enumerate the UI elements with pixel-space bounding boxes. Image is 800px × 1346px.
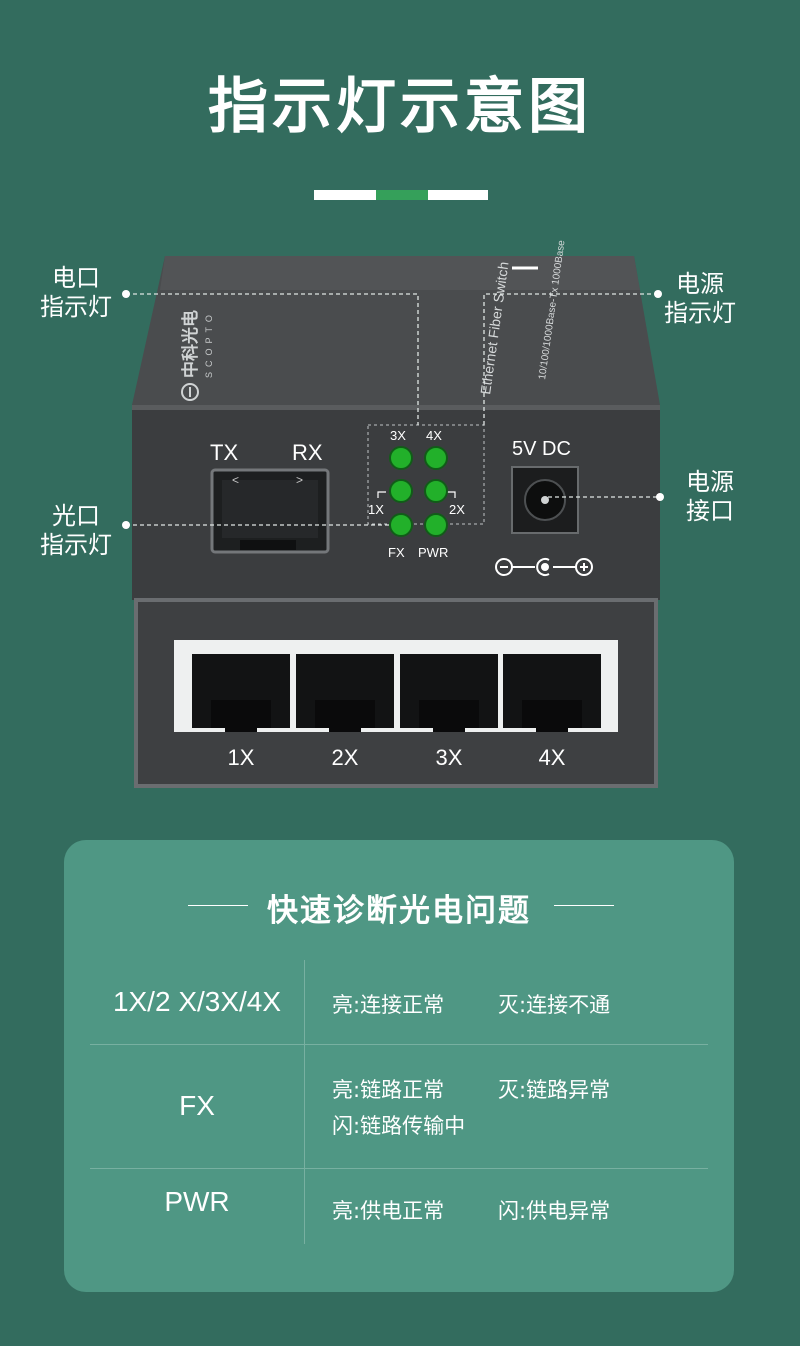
sfp-rx-arrow-icon: > — [296, 473, 303, 487]
led-pwr-icon — [424, 513, 448, 537]
row-label-fx: FX — [179, 1090, 215, 1121]
led-1x-icon — [389, 479, 413, 503]
led-4x-icon — [424, 446, 448, 470]
brand-logo-icon: 中科光电 SCOPTO — [180, 310, 214, 401]
callout-power-led: 电源 指示灯 — [664, 270, 736, 328]
row-fx-state-on: 亮:链路正常 — [332, 1078, 445, 1102]
rj45-port-1x — [192, 654, 290, 732]
led-fx-icon — [389, 513, 413, 537]
led-2x-icon — [424, 479, 448, 503]
sfp-tx-arrow-icon: < — [232, 473, 239, 487]
callout-port-led: 电口 指示灯 — [40, 264, 112, 322]
led-label-3x: 3X — [390, 428, 406, 443]
port-label-4x: 4X — [539, 745, 566, 770]
rj45-port-4x — [503, 654, 601, 732]
power-jack-label: 5V DC — [512, 438, 571, 460]
sfp-rx-label: RX — [292, 440, 323, 465]
callout-power-led-line1: 电源 — [676, 270, 724, 298]
title-underline-right — [428, 190, 488, 200]
callout-power-jack-line2: 接口 — [686, 497, 734, 525]
row-pwr-state-on: 亮:供电正常 — [332, 1199, 445, 1223]
led-label-fx: FX — [388, 545, 405, 560]
led-label-4x: 4X — [426, 428, 442, 443]
callout-fiber-led-line1: 光口 — [52, 502, 100, 530]
switch-device-illustration: 中科光电 SCOPTO Ethernet Fiber Switch 10/100… — [122, 240, 664, 788]
rj45-port-3x — [400, 654, 498, 732]
callout-leader-lines — [126, 293, 660, 526]
row-label-pwr: PWR — [164, 1186, 230, 1217]
led-indicators — [389, 446, 448, 537]
callout-fiber-led: 光口 指示灯 — [40, 502, 112, 560]
port-label-1x: 1X — [228, 745, 255, 770]
page-title: 指示灯示意图 — [208, 72, 592, 142]
led-label-1x: 1X — [368, 502, 384, 517]
sfp-latch — [240, 540, 296, 550]
table-row-divider — [90, 1168, 708, 1169]
led-label-2x: 2X — [449, 502, 465, 517]
callout-power-led-line2: 指示灯 — [664, 299, 736, 327]
table-row-divider — [90, 1044, 708, 1045]
port-label-3x: 3X — [436, 745, 463, 770]
panel-title-rule-left — [188, 905, 248, 906]
row-pwr-state-blink: 闪:供电异常 — [498, 1199, 611, 1223]
brand-name-en: SCOPTO — [204, 310, 214, 378]
diagnostics-panel: 快速诊断光电问题 1X/2 X/3X/4X 亮:连接正常 灭:连接不通 FX 亮… — [64, 840, 734, 1292]
callout-port-led-line2: 指示灯 — [40, 293, 112, 321]
row-label-ports: 1X/2 X/3X/4X — [112, 986, 282, 1017]
polarity-symbol-icon — [495, 558, 593, 576]
callout-power-jack: 电源 接口 — [686, 468, 734, 526]
device-top-cover — [132, 256, 660, 405]
callout-power-jack-line1: 电源 — [686, 468, 734, 496]
row-ports-state-on: 亮:连接正常 — [332, 993, 445, 1017]
panel-title-rule-right — [554, 905, 614, 906]
brand-name-cn: 中科光电 — [180, 310, 200, 378]
rj45-port-2x — [296, 654, 394, 732]
row-ports-state-off: 灭:连接不通 — [498, 993, 611, 1017]
rj45-ports — [192, 654, 601, 732]
port-label-2x: 2X — [332, 745, 359, 770]
led-label-pwr: PWR — [418, 545, 448, 560]
title-underline-accent — [376, 190, 428, 200]
callout-port-led-line1: 电口 — [52, 264, 100, 292]
title-underline-left — [314, 190, 376, 200]
diagnostics-title: 快速诊断光电问题 — [267, 893, 531, 929]
row-fx-state-blink: 闪:链路传输中 — [332, 1114, 466, 1138]
led-3x-icon — [389, 446, 413, 470]
sfp-tx-label: TX — [210, 440, 238, 465]
callout-fiber-led-line2: 指示灯 — [40, 531, 112, 559]
row-fx-state-off: 灭:链路异常 — [498, 1078, 611, 1102]
table-column-divider — [304, 960, 305, 1244]
